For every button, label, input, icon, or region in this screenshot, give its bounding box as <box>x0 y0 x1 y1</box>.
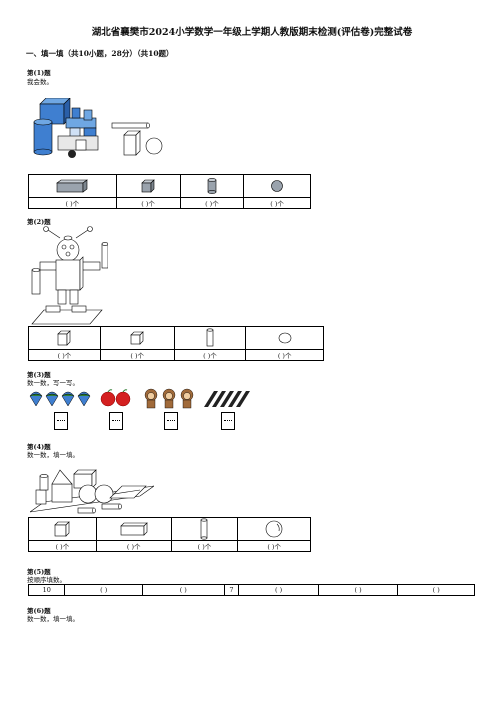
question-3-text: 数一数，写一写。 <box>27 379 79 387</box>
q3-answer-box[interactable] <box>221 412 235 430</box>
q4-answer-blank[interactable]: ( )个 <box>237 540 311 552</box>
question-4-text: 数一数，填一填。 <box>27 451 79 459</box>
question-6-label: 第(6)题 <box>27 607 51 615</box>
question-1-text: 我会数。 <box>27 78 53 86</box>
q1-answer-blank[interactable]: ( )个 <box>179 197 245 209</box>
question-2-label: 第(2)题 <box>27 218 51 226</box>
cylinder-icon <box>207 178 217 194</box>
strawberry-group-icon <box>29 391 91 407</box>
q4-answer-blank[interactable]: ( )个 <box>95 540 172 552</box>
q3-answer-box[interactable] <box>54 412 68 430</box>
bird-group-icon <box>204 391 250 407</box>
sequence-cell: 7 <box>223 584 240 596</box>
sphere-icon <box>271 180 283 192</box>
q3-answer-box[interactable] <box>109 412 123 430</box>
question-6-text: 数一数，填一填。 <box>27 615 79 623</box>
blocks-illustration-2 <box>30 469 154 514</box>
q5-sequence-table: 10 ( ) ( ) 7 ( ) ( ) ( ) <box>27 584 475 596</box>
monkey-group-icon <box>144 388 194 409</box>
sphere-icon <box>278 332 291 344</box>
q2-cell-cylinder <box>173 326 247 350</box>
sequence-cell: 10 <box>27 584 66 596</box>
q2-answer-blank[interactable]: ( )个 <box>28 349 101 361</box>
q4-cell-cube <box>28 517 97 541</box>
question-5-label: 第(5)题 <box>27 568 51 576</box>
robot-illustration <box>31 226 108 325</box>
q1-cell-cube <box>115 174 181 198</box>
q1-cell-sphere <box>243 174 311 198</box>
sequence-blank[interactable]: ( ) <box>317 584 399 596</box>
question-5-text: 按顺序填数。 <box>27 576 66 584</box>
q2-cell-cube <box>28 326 101 350</box>
question-4-label: 第(4)题 <box>27 443 51 451</box>
q1-count-table: ( )个 ( )个 ( )个 ( )个 <box>28 174 311 209</box>
cylinder-icon <box>201 518 208 540</box>
section-heading: 一、填一填（共10小题，28分）（共10题） <box>26 49 174 58</box>
document-title: 湖北省襄樊市2024小学数学一年级上学期人教版期末检测(评估卷)完整试卷 <box>91 27 413 38</box>
q4-cell-cylinder <box>170 517 239 541</box>
apple-group-icon <box>100 389 131 407</box>
question-3-label: 第(3)题 <box>27 371 51 379</box>
q2-answer-blank[interactable]: ( )个 <box>99 349 175 361</box>
q1-cell-cuboid <box>28 174 117 198</box>
sequence-blank[interactable]: ( ) <box>238 584 319 596</box>
cuboid-icon <box>56 179 89 193</box>
cuboid-icon <box>119 522 148 536</box>
q2-cell-sphere <box>245 326 324 350</box>
cylinder-icon <box>206 328 214 347</box>
q2-answer-blank[interactable]: ( )个 <box>173 349 247 361</box>
sequence-blank[interactable]: ( ) <box>64 584 144 596</box>
sequence-blank[interactable]: ( ) <box>397 584 475 596</box>
q1-answer-blank[interactable]: ( )个 <box>243 197 311 209</box>
q4-answer-blank[interactable]: ( )个 <box>28 540 97 552</box>
q4-count-table: ( )个 ( )个 ( )个 ( )个 <box>28 517 311 552</box>
q2-cell-cuboid <box>99 326 175 350</box>
q1-answer-blank[interactable]: ( )个 <box>28 197 117 209</box>
question-1-label: 第(1)题 <box>27 69 51 77</box>
q2-count-table: ( )个 ( )个 ( )个 ( )个 <box>28 326 324 361</box>
cube-icon <box>54 521 71 537</box>
q1-cell-cylinder <box>179 174 245 198</box>
q4-cell-sphere <box>237 517 311 541</box>
cuboid-icon <box>130 331 144 345</box>
cube-icon <box>141 179 155 193</box>
q4-answer-blank[interactable]: ( )个 <box>170 540 239 552</box>
q3-answer-box[interactable] <box>164 412 178 430</box>
sphere-icon <box>265 520 283 538</box>
q4-cell-cuboid <box>95 517 172 541</box>
q1-answer-blank[interactable]: ( )个 <box>115 197 181 209</box>
blocks-illustration <box>33 98 163 158</box>
sequence-blank[interactable]: ( ) <box>142 584 225 596</box>
cube-icon <box>57 330 72 346</box>
q2-answer-blank[interactable]: ( )个 <box>245 349 324 361</box>
